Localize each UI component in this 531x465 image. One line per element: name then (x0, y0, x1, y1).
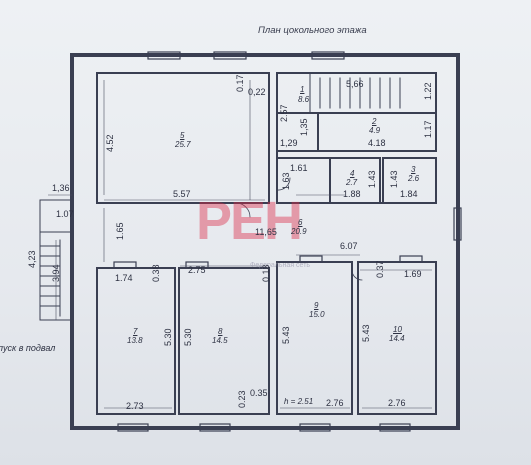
dim-037: 0.37 (375, 260, 385, 278)
room-8-number: 8 (218, 327, 223, 336)
dim-452: 4.52 (105, 134, 115, 152)
dim-543b: 5.43 (361, 324, 371, 342)
dim-530a: 5.30 (163, 328, 173, 346)
dim-257: 2.57 (279, 104, 289, 122)
watermark-caption: Федеральная сеть (250, 262, 311, 269)
dim-543a: 5.43 (281, 326, 291, 344)
dim-184: 1.84 (400, 189, 418, 199)
room-1-area: 8.6 (298, 95, 310, 104)
dim-275: 2.75 (188, 265, 206, 275)
dim-013: 0.13 (261, 264, 271, 282)
dim-1165: 11,65 (255, 227, 277, 237)
dim-107: 1.07 (56, 209, 74, 219)
dim-557: 5.57 (173, 189, 191, 199)
dim-276b: 2.76 (388, 398, 406, 408)
dim-122: 1.22 (423, 82, 433, 100)
room-8-area: 14.5 (212, 336, 228, 345)
room-3-number: 3 (411, 165, 416, 174)
dim-022: 0,22 (248, 87, 266, 97)
dim-530b: 5.30 (183, 328, 193, 346)
room-2-number: 2 (372, 117, 377, 126)
dim-038: 0.38 (151, 264, 161, 282)
dim-273: 2.73 (126, 401, 144, 411)
dim-023: 0.23 (237, 390, 247, 408)
room-7-number: 7 (133, 327, 138, 336)
dim-188: 1.88 (343, 189, 361, 199)
dim-169: 1.69 (404, 269, 422, 279)
room-10-wall (357, 261, 437, 415)
dim-418: 4.18 (368, 138, 386, 148)
room-9-number: 9 (314, 301, 319, 310)
dim-566: 5,66 (346, 79, 364, 89)
room-2-area: 4.9 (369, 126, 381, 135)
dim-117: 1.17 (423, 120, 433, 138)
dim-129: 1,29 (280, 138, 298, 148)
dim-135: 1,35 (299, 118, 309, 136)
dim-143: 1.43 (367, 170, 377, 188)
room-4-area: 2.7 (346, 178, 358, 187)
dim-163: 1.63 (281, 172, 291, 190)
plan-title: План цокольного этажа (258, 25, 367, 36)
room-6-area: 20.9 (291, 227, 307, 236)
room-6-number: 6 (298, 218, 303, 227)
room-10-number: 10 (393, 325, 402, 334)
watermark-logo: РЕН (196, 191, 303, 251)
dim-165: 1.65 (115, 222, 125, 240)
dim-161: 1.61 (290, 163, 308, 173)
room-4-number: 4 (350, 169, 355, 178)
room-5-area: 25.7 (175, 140, 191, 149)
dim-607: 6.07 (340, 241, 358, 251)
room-10-area: 14.4 (389, 334, 405, 343)
room-7-area: 13.8 (127, 336, 143, 345)
dim-423: 4,23 (27, 250, 37, 268)
dim-035: 0.35 (250, 388, 268, 398)
room-9-area: 15.0 (309, 310, 325, 319)
dim-394: 3.94 (51, 264, 61, 282)
dim-174: 1.74 (115, 273, 133, 283)
room-2-wall (276, 112, 437, 152)
room-8-wall (178, 267, 270, 415)
room-3-area: 2.6 (408, 174, 420, 183)
dim-276a: 2.76 (326, 398, 344, 408)
basement-stair-label: пуск в подвал (0, 343, 56, 353)
dim-183: 1.43 (389, 170, 399, 188)
ceiling-height-note: h = 2.51 (284, 397, 314, 406)
room-1-number: 1 (300, 85, 305, 94)
room-5-number: 5 (180, 131, 185, 140)
dim-017: 0.17 (235, 74, 245, 92)
dim-136: 1,36 (52, 183, 70, 193)
